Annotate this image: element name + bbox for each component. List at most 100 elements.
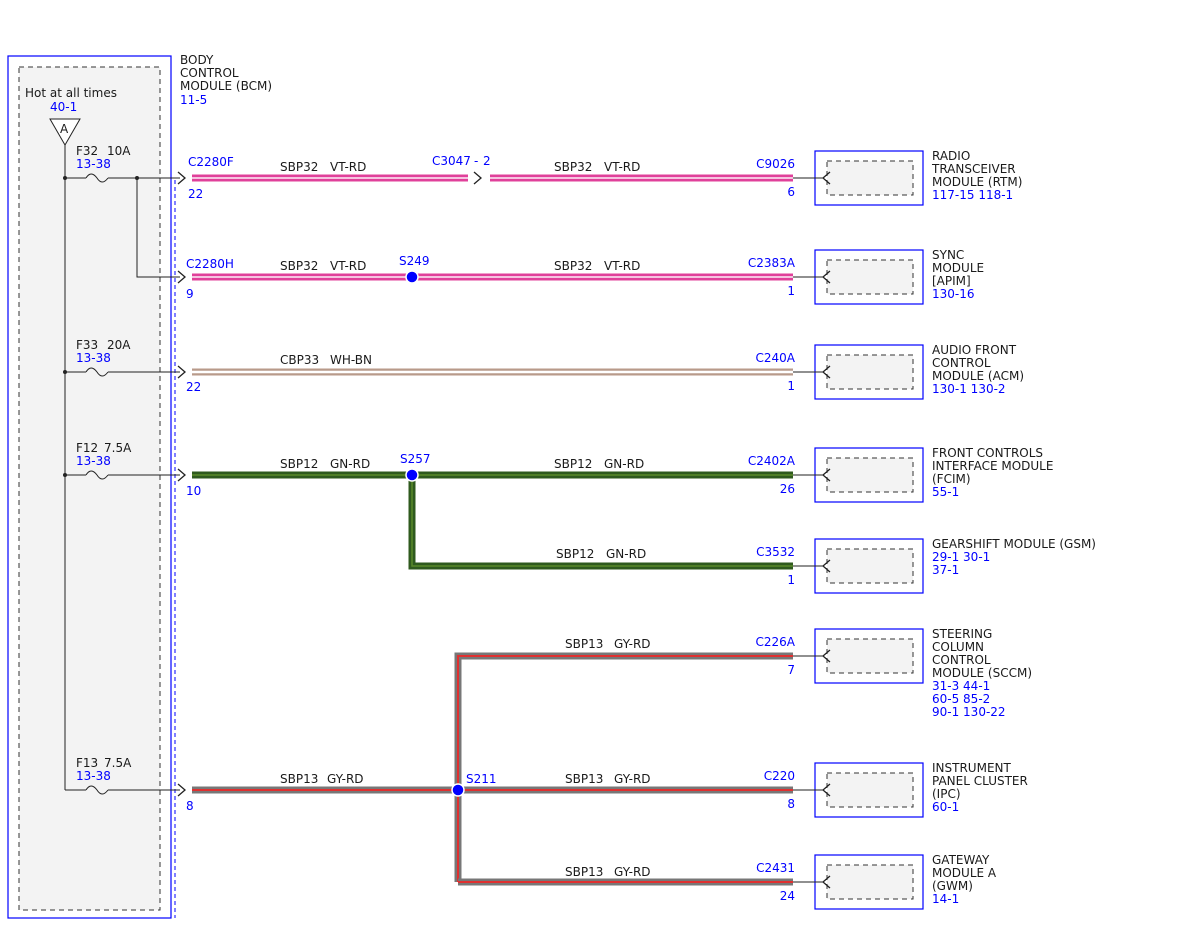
fuse-rating: 10A <box>107 144 131 158</box>
module-name: RADIO <box>932 149 970 163</box>
bcm-name-3: MODULE (BCM) <box>180 79 272 93</box>
fuse-icon <box>85 470 109 480</box>
bcm-connector-pin: 10 <box>186 484 201 498</box>
wire-color-label: VT-RD <box>330 259 366 273</box>
wire-color-label: GN-RD <box>604 457 644 471</box>
fuse-id: F13 <box>76 756 98 770</box>
bcm-connector-pin: 22 <box>186 380 201 394</box>
fuse-icon <box>85 173 109 183</box>
circuit-label: SBP32 <box>554 259 592 273</box>
power-source-marker: A <box>60 122 69 136</box>
circuit-label: CBP33 <box>280 353 319 367</box>
connector-arrow-icon <box>177 365 186 379</box>
module-ref: 31-3 44-1 <box>932 679 990 693</box>
module-name: (IPC) <box>932 787 961 801</box>
circuit-label: SBP13 <box>280 772 318 786</box>
module-name: SYNC <box>932 248 964 262</box>
wire-color-label: GY-RD <box>614 772 651 786</box>
fuse-f13: F13 7.5A 13-38 <box>65 756 180 795</box>
module-ref: 130-1 130-2 <box>932 382 1006 396</box>
wire-color-label: WH-BN <box>330 353 372 367</box>
splice-label: S249 <box>399 254 430 268</box>
splice-label: S257 <box>400 452 431 466</box>
circuit-label: SBP32 <box>280 160 318 174</box>
wire-color-label: VT-RD <box>604 259 640 273</box>
module-connector-name: C2431 <box>756 861 795 875</box>
hot-ref: 40-1 <box>50 100 77 114</box>
bcm-connector-pin: 22 <box>188 187 203 201</box>
fuse-rating: 7.5A <box>104 756 132 770</box>
bcm-connector-name: C2280H <box>186 257 234 271</box>
wire-wh-bn-acm: CBP33 WH-BN <box>192 353 793 376</box>
wire-gy-rd: S211 SBP13 GY-RD SBP13 GY-RD SBP13 GY-RD… <box>192 637 793 886</box>
connector-arrow-icon <box>177 468 186 482</box>
module-name: MODULE <box>932 261 984 275</box>
connector-arrow-icon <box>177 171 186 185</box>
module-inner <box>826 259 914 295</box>
bcm-name-1: BODY <box>180 53 214 67</box>
wire-vt-rd-rtm: C3047 - 2 SBP32 VT-RD SBP32 VT-RD <box>192 154 793 185</box>
fuse-icon <box>85 785 109 795</box>
module-name: CONTROL <box>932 653 991 667</box>
module-connector-pin: 1 <box>787 284 795 298</box>
fuse-ref: 13-38 <box>76 769 111 783</box>
wire-color-label: GN-RD <box>330 457 370 471</box>
module-name: PANEL CLUSTER <box>932 774 1028 788</box>
module-connector-pin: 24 <box>780 889 795 903</box>
wire-color-label: GY-RD <box>614 637 651 651</box>
splice-node <box>451 783 465 797</box>
module-ref: 29-1 30-1 <box>932 550 990 564</box>
fuse-id: F33 <box>76 338 98 352</box>
module-inner <box>826 772 914 808</box>
module-connector-name: C2402A <box>748 454 796 468</box>
inline-connector-sep: - <box>474 154 478 168</box>
hot-at-all-times-label: Hot at all times <box>25 86 117 100</box>
fuse-ref: 13-38 <box>76 157 111 171</box>
wire-color-label: VT-RD <box>330 160 366 174</box>
module-name: COLUMN <box>932 640 984 654</box>
fuse-icon <box>85 367 109 377</box>
wire-gn-rd: S257 SBP12 GN-RD SBP12 GN-RD SBP12 GN-RD <box>192 452 793 570</box>
circuit-label: SBP32 <box>280 259 318 273</box>
wire-color-label: GY-RD <box>327 772 364 786</box>
bcm-connector-arrows <box>177 171 186 797</box>
fuse-ref: 13-38 <box>76 454 111 468</box>
module-connector-name: C9026 <box>756 157 795 171</box>
inline-connector-pin: 2 <box>483 154 491 168</box>
module-ref: 60-1 <box>932 800 959 814</box>
circuit-label: SBP12 <box>280 457 318 471</box>
module-name: CONTROL <box>932 356 991 370</box>
module-inner <box>826 548 914 584</box>
module-connector-pin: 7 <box>787 663 795 677</box>
module-name: STEERING <box>932 627 992 641</box>
module-name: MODULE (RTM) <box>932 175 1022 189</box>
circuit-label: SBP13 <box>565 637 603 651</box>
module-ref: 117-15 118-1 <box>932 188 1013 202</box>
bcm-name-2: CONTROL <box>180 66 239 80</box>
connector-arrow-icon <box>177 270 186 284</box>
module-connector-pin: 6 <box>787 185 795 199</box>
module-inner <box>826 457 914 493</box>
splice-node <box>405 468 419 482</box>
fuse-rating: 20A <box>107 338 131 352</box>
module-name: GATEWAY <box>932 853 990 867</box>
circuit-label: SBP12 <box>554 457 592 471</box>
fuse-f33: F33 20A 13-38 <box>63 338 180 377</box>
splice-node <box>405 270 419 284</box>
module-name: TRANSCEIVER <box>931 162 1016 176</box>
module-name: INTERFACE MODULE <box>932 459 1053 473</box>
module-inner <box>826 160 914 196</box>
fuse-ref: 13-38 <box>76 351 111 365</box>
fuse-id: F32 <box>76 144 98 158</box>
wire-color-label: GY-RD <box>614 865 651 879</box>
inline-connector-arrow-icon <box>473 171 482 185</box>
bcm-ref: 11-5 <box>180 93 207 107</box>
module-name: AUDIO FRONT <box>932 343 1017 357</box>
splice-label: S211 <box>466 772 497 786</box>
bcm-connector-pin: 8 <box>186 799 194 813</box>
module-name: (FCIM) <box>932 472 971 486</box>
